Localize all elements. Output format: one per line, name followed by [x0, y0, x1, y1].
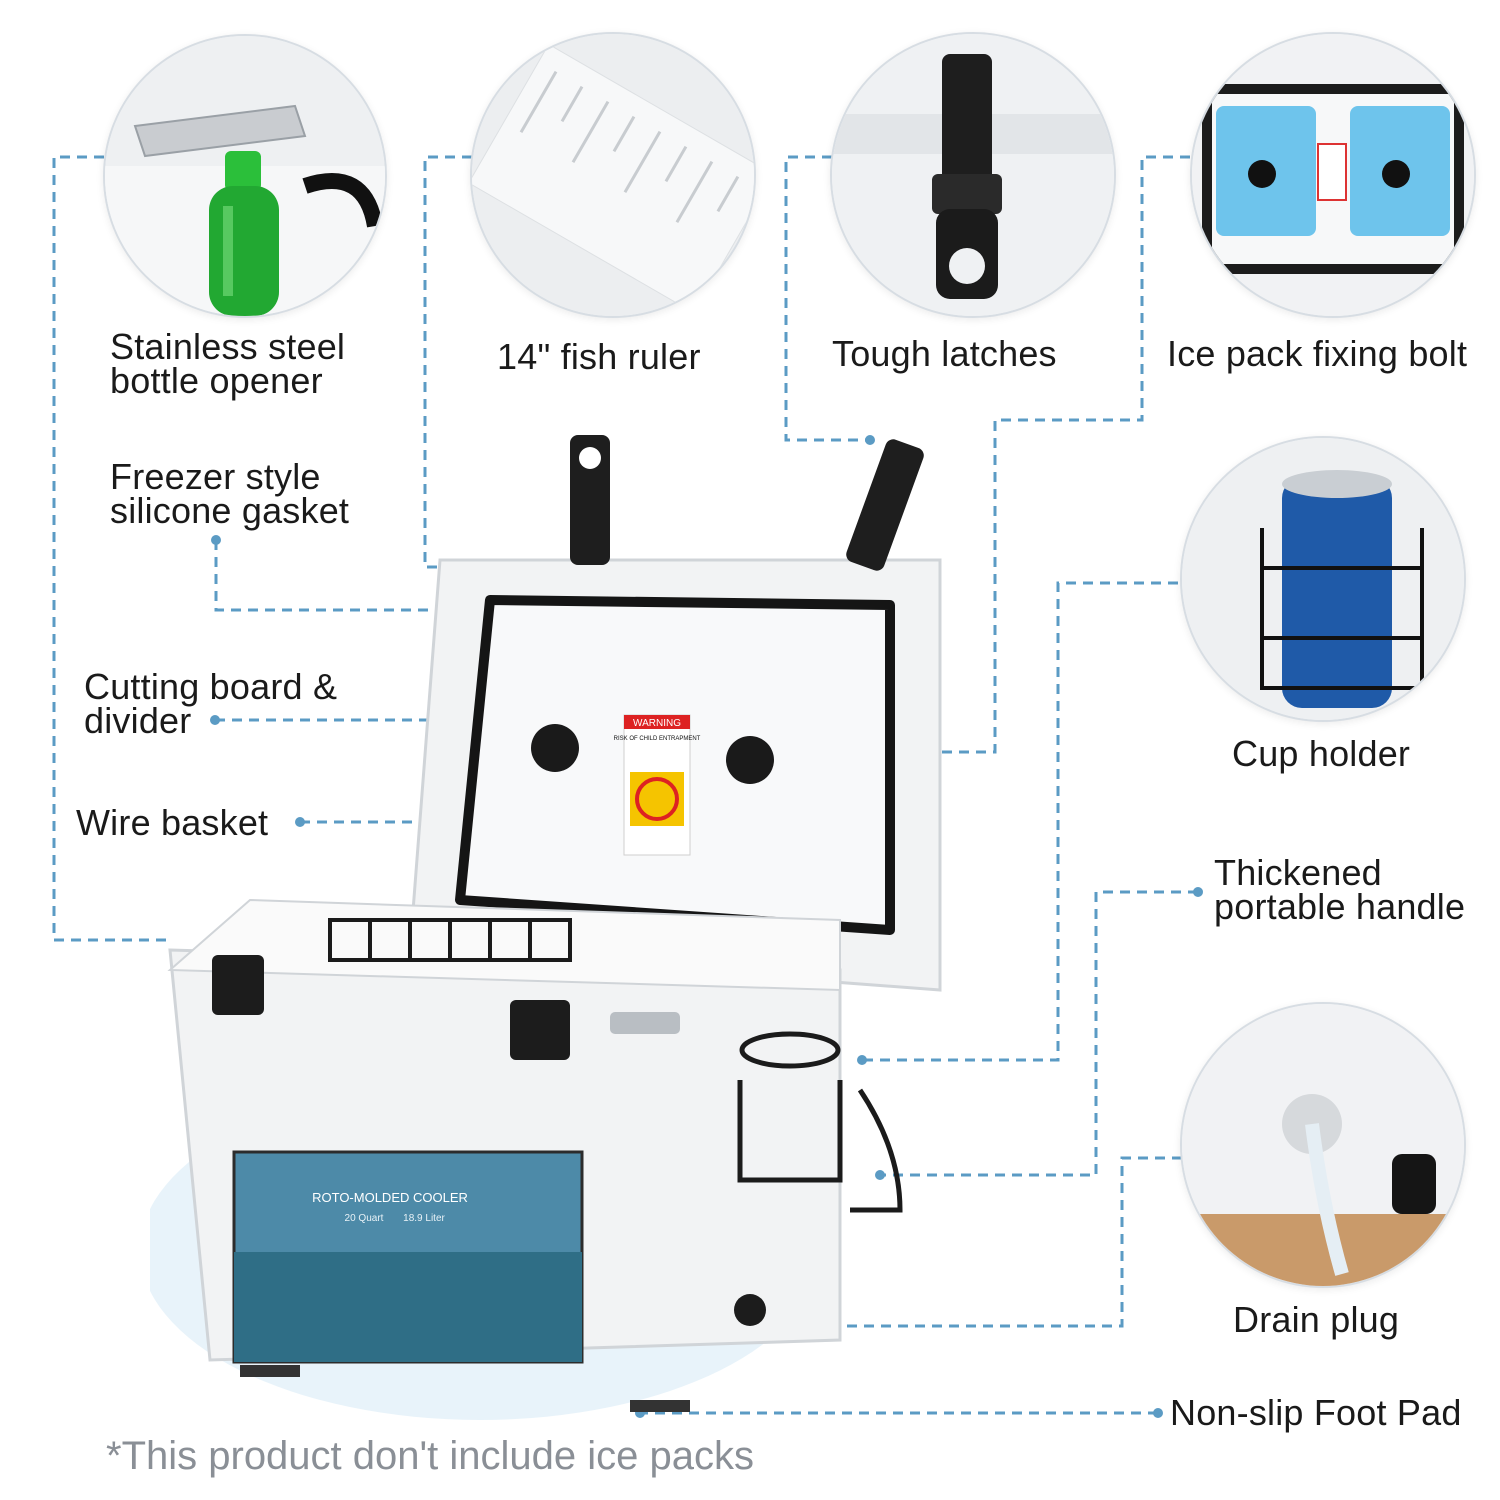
- label-wire-basket: Wire basket: [76, 802, 269, 843]
- label-cutting-board-line1: Cutting board &: [84, 666, 338, 707]
- label-fish-ruler: 14" fish ruler: [497, 336, 701, 377]
- label-bottle-opener: Stainless steel bottle opener: [110, 326, 346, 401]
- label-bottle-opener-line1: Stainless steel: [110, 326, 346, 367]
- label-foot-pad: Non-slip Foot Pad: [1170, 1392, 1462, 1433]
- label-gasket-line1: Freezer style: [110, 456, 321, 497]
- label-gasket-line2: silicone gasket: [110, 490, 350, 531]
- warning-subtitle: RISK OF CHILD ENTRAPMENT: [614, 736, 701, 742]
- label-cup-holder: Cup holder: [1232, 733, 1411, 774]
- label-handle-line2: portable handle: [1214, 886, 1466, 927]
- footnote: *This product don't include ice packs: [106, 1434, 754, 1478]
- ice-pack-icon: [1190, 32, 1476, 318]
- label-handle: Thickened portable handle: [1214, 852, 1466, 927]
- banner-capacity-quart: 20 Quart: [345, 1213, 384, 1224]
- warning-title: WARNING: [633, 718, 681, 729]
- latch-icon: [830, 32, 1116, 318]
- label-latches: Tough latches: [832, 333, 1057, 374]
- cup-holder-icon: [1180, 436, 1466, 722]
- label-cutting-board-line2: divider: [84, 700, 192, 741]
- banner-title: ROTO-MOLDED COOLER: [312, 1190, 468, 1205]
- cooler-product-image: WARNING RISK OF CHILD ENTRAPMENT ROTO-MO…: [150, 435, 942, 1420]
- label-ice-pack-bolt: Ice pack fixing bolt: [1167, 333, 1468, 374]
- bottle-opener-icon: [103, 34, 387, 318]
- drain-plug-icon: [1180, 1002, 1466, 1288]
- label-gasket: Freezer style silicone gasket: [110, 456, 350, 531]
- banner-capacity-liter: 18.9 Liter: [403, 1213, 445, 1224]
- label-cutting-board: Cutting board & divider: [84, 666, 338, 741]
- label-bottle-opener-line2: bottle opener: [110, 360, 323, 401]
- label-handle-line1: Thickened: [1214, 852, 1382, 893]
- label-drain-plug: Drain plug: [1233, 1299, 1400, 1340]
- ruler-icon: [470, 32, 756, 318]
